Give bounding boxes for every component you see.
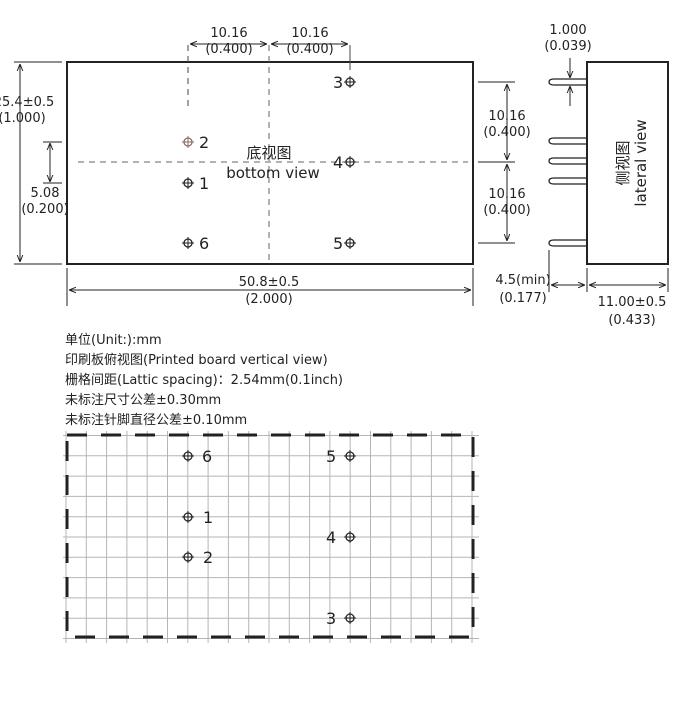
dim-pinlen-inch: (0.177) (499, 291, 546, 306)
pin-marker-6 (182, 237, 194, 249)
dim-top-left-mm: 10.16 (210, 26, 247, 41)
dim-width-mm: 50.8±0.5 (239, 275, 300, 290)
pcb-pin-5 (344, 450, 356, 462)
pin-marker-4 (344, 156, 356, 168)
pin-marker-3 (344, 76, 356, 88)
note-printed-board: 印刷板俯视图(Printed board vertical view) (65, 352, 328, 368)
pin-marker-2 (182, 136, 194, 148)
pcb-pin-label-6: 6 (202, 447, 212, 466)
pin-marker-1 (182, 177, 194, 189)
pcb-pin-label-4: 4 (326, 528, 336, 547)
dim-body-inch: (0.433) (608, 313, 655, 328)
pin-label-3: 3 (333, 73, 343, 92)
lateral-body (586, 61, 669, 265)
pcb-pin-label-2: 2 (203, 548, 213, 567)
pcb-pin-label-3: 3 (326, 609, 336, 628)
pcb-pin-4 (344, 531, 356, 543)
pcb-grid-view: 6 1 2 5 4 3 (63, 431, 479, 643)
pcb-pin-2 (182, 551, 194, 563)
dim-right-upper-inch: (0.400) (483, 125, 530, 140)
grid-lines (63, 431, 479, 643)
dim-width-inch: (2.000) (245, 292, 292, 307)
lateral-view-title-cn: 侧视图 (614, 140, 632, 185)
dim-height-inch: (1.000) (0, 111, 46, 126)
pcb-pin-label-5: 5 (326, 447, 336, 466)
pcb-pin-6 (182, 450, 194, 462)
dim-body-mm: 11.00±0.5 (598, 295, 667, 310)
dim-top-right-inch: (0.400) (286, 42, 333, 57)
lateral-pin (548, 137, 587, 145)
dim-pinlen-mm: 4.5(min) (495, 273, 550, 288)
pin-label-5: 5 (333, 234, 343, 253)
dim-top-right-mm: 10.16 (291, 26, 328, 41)
pcb-pin-label-1: 1 (203, 508, 213, 527)
note-unit: 单位(Unit:):mm (65, 333, 162, 348)
bottom-view: 10.16 (0.400) 10.16 (0.400) 25.4±0.5 (1.… (0, 26, 531, 307)
notes-block: 单位(Unit:):mm 印刷板俯视图(Printed board vertic… (65, 333, 343, 428)
lateral-view: 1.000 (0.039) 侧视图 lateral view 4.5(min) … (495, 23, 669, 328)
lateral-pin (548, 78, 587, 86)
dim-top-left-inch: (0.400) (205, 42, 252, 57)
dim-pinwidth-mm: 1.000 (549, 23, 586, 38)
pcb-pin-1 (182, 511, 194, 523)
note-dim-tolerance: 未标注尺寸公差±0.30mm (65, 393, 221, 408)
lateral-view-title-en: lateral view (632, 119, 650, 206)
lateral-pin (548, 157, 587, 165)
lateral-pin (548, 239, 587, 247)
pcb-outline (65, 433, 475, 639)
note-lattice-spacing: 栅格间距(Lattic spacing)：2.54mm(0.1inch) (65, 372, 343, 388)
pcb-pin-3 (344, 612, 356, 624)
note-pin-tolerance: 未标注针脚直径公差±0.10mm (65, 412, 247, 428)
pin-marker-5 (344, 237, 356, 249)
pin-label-1: 1 (199, 174, 209, 193)
pin-label-2: 2 (199, 133, 209, 152)
dim-right-upper-mm: 10.16 (488, 109, 525, 124)
module-outline (66, 61, 474, 265)
bottom-view-title-en: bottom view (226, 164, 320, 182)
pin-label-4: 4 (333, 153, 343, 172)
dim-right-lower-inch: (0.400) (483, 203, 530, 218)
pin-label-6: 6 (199, 234, 209, 253)
dim-height-mm: 25.4±0.5 (0, 95, 54, 110)
dim-pin-offset-inch: (0.200) (21, 202, 68, 217)
dim-pinwidth-inch: (0.039) (544, 39, 591, 54)
lateral-pin (548, 177, 587, 185)
bottom-view-title-cn: 底视图 (246, 144, 291, 162)
dim-right-lower-mm: 10.16 (488, 187, 525, 202)
dim-pin-offset-mm: 5.08 (31, 186, 60, 201)
